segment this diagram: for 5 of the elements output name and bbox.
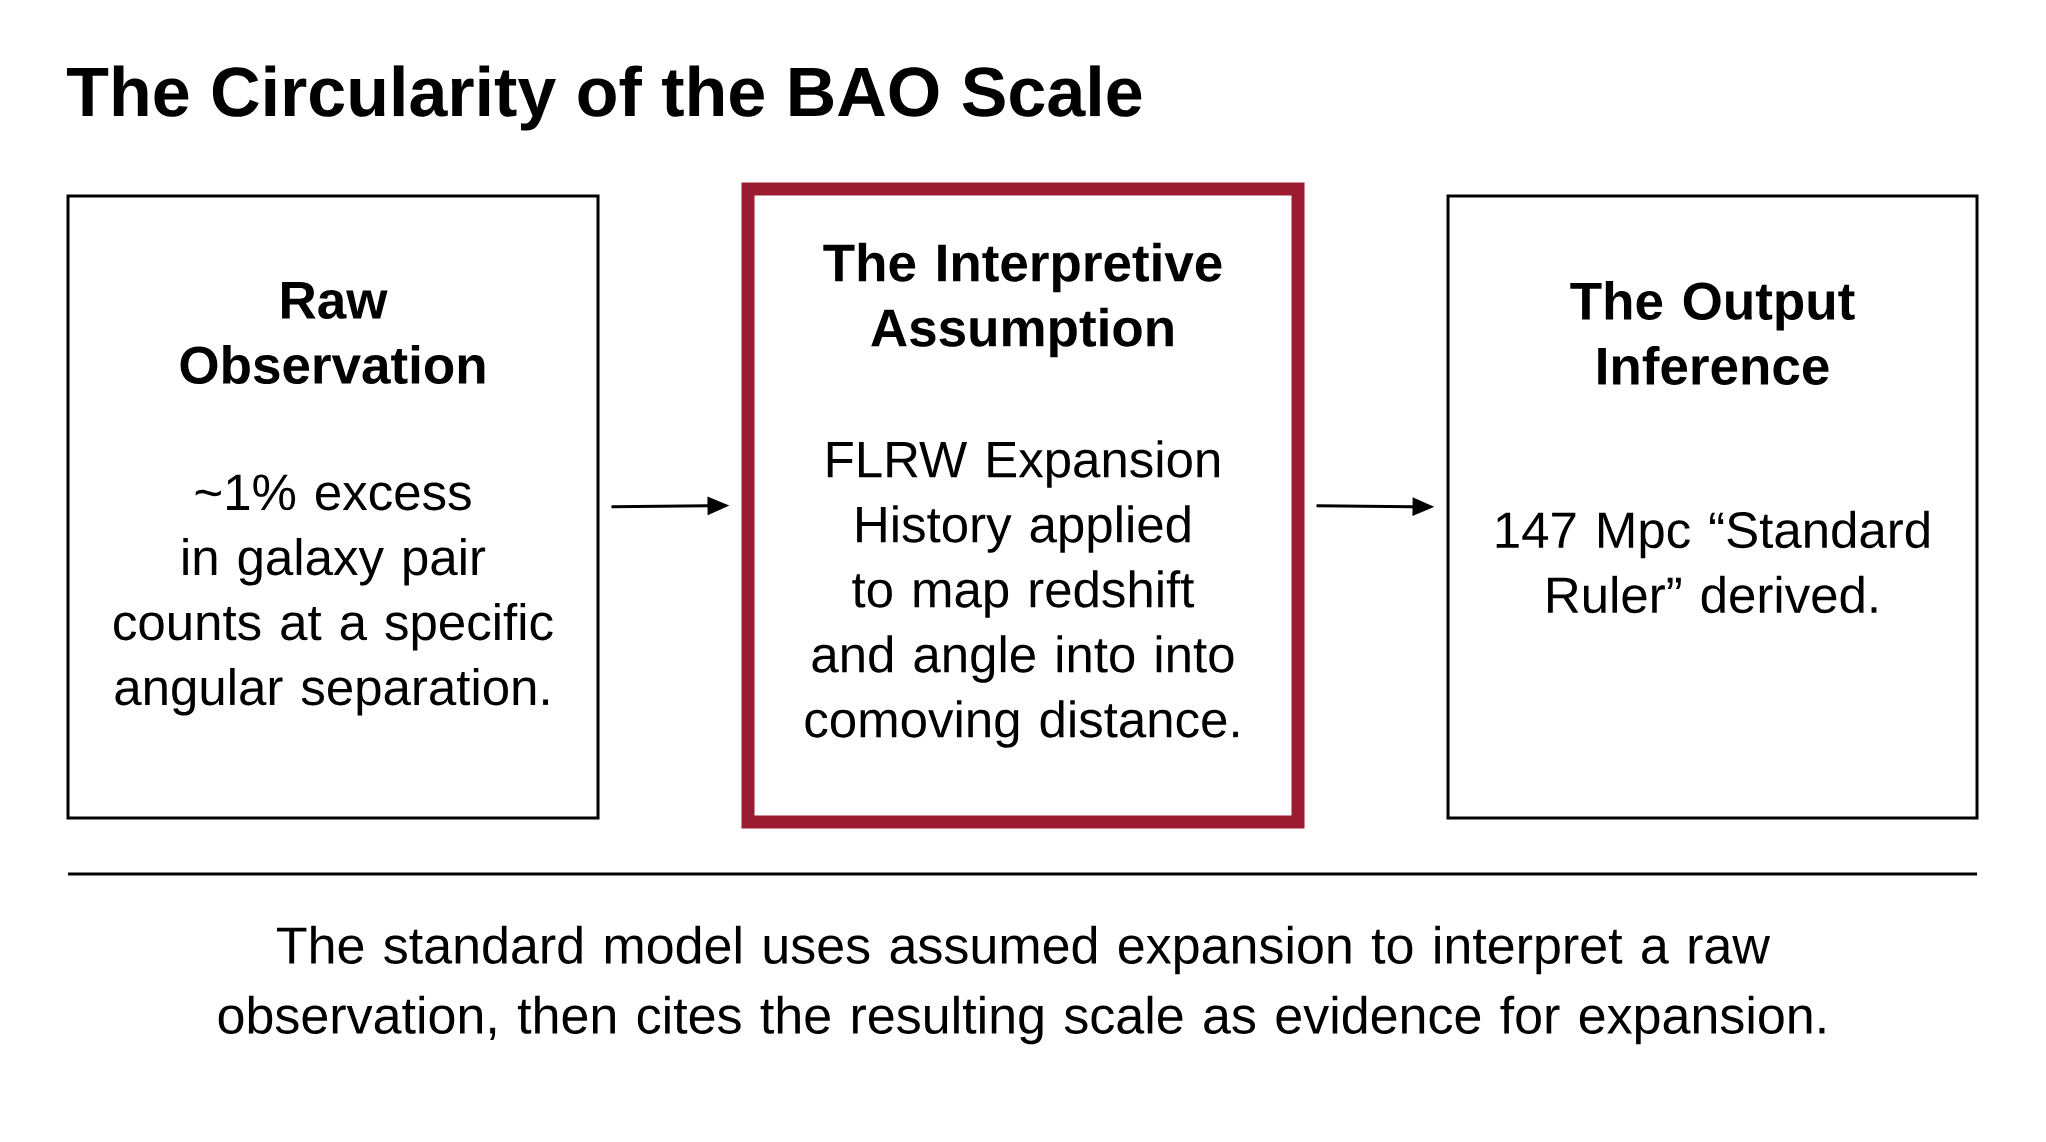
caption: The standard model uses assumed expansion to interpret a raw observation, then cites the resulting scale as evidence for expansion. [218, 925, 1825, 1045]
process-box: Raw Observation ~1% excess in galaxy pair counts at a specific angular separation. [66, 194, 600, 820]
title: The Circularity of the BAO Scale [67, 65, 1142, 131]
highlighted-box: The Interpretive Assumption FLRW Expansion History applied to map redshift and angle into into comoving distance. [741, 182, 1305, 829]
process-box: The Output Inference 147 Mpc “Standard Ruler” derived. [1446, 194, 1979, 820]
